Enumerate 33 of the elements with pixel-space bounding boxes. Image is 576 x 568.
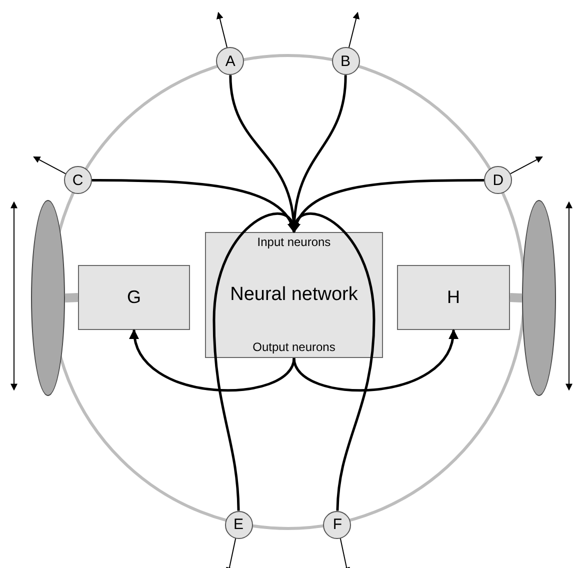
arrow <box>226 538 236 568</box>
layer-label: Input neurons <box>257 235 331 249</box>
arrow <box>292 329 457 392</box>
sensor-circle <box>323 510 352 539</box>
arrow <box>510 156 543 174</box>
sensor-circle <box>216 47 244 76</box>
network-label: Neural network <box>230 284 358 306</box>
sensor-label: D <box>492 172 504 189</box>
sensor-circle <box>64 166 92 194</box>
axle-connector <box>510 293 522 302</box>
motor-label: G <box>126 287 141 308</box>
arrow <box>216 12 228 48</box>
sensor-circle <box>224 510 253 539</box>
layer-label: Output neurons <box>252 340 336 354</box>
sensor-label: E <box>234 516 244 534</box>
sensor-label: F <box>332 516 342 534</box>
arrow <box>130 329 296 392</box>
arrow <box>340 538 350 568</box>
axle-connector <box>64 293 78 302</box>
motor-box <box>397 265 510 330</box>
arrow <box>348 12 360 48</box>
arrow <box>290 212 376 511</box>
sensor-label: C <box>72 172 84 189</box>
arrow <box>292 179 484 233</box>
sensor-circle <box>484 166 512 194</box>
arrow <box>92 179 296 233</box>
sensor-label: B <box>340 52 351 70</box>
network-box <box>205 232 383 358</box>
sensor-circle <box>332 47 360 76</box>
sensor-label: A <box>225 52 236 70</box>
motor-box <box>78 265 190 330</box>
motor-label: H <box>447 287 460 308</box>
arrow <box>33 156 66 174</box>
